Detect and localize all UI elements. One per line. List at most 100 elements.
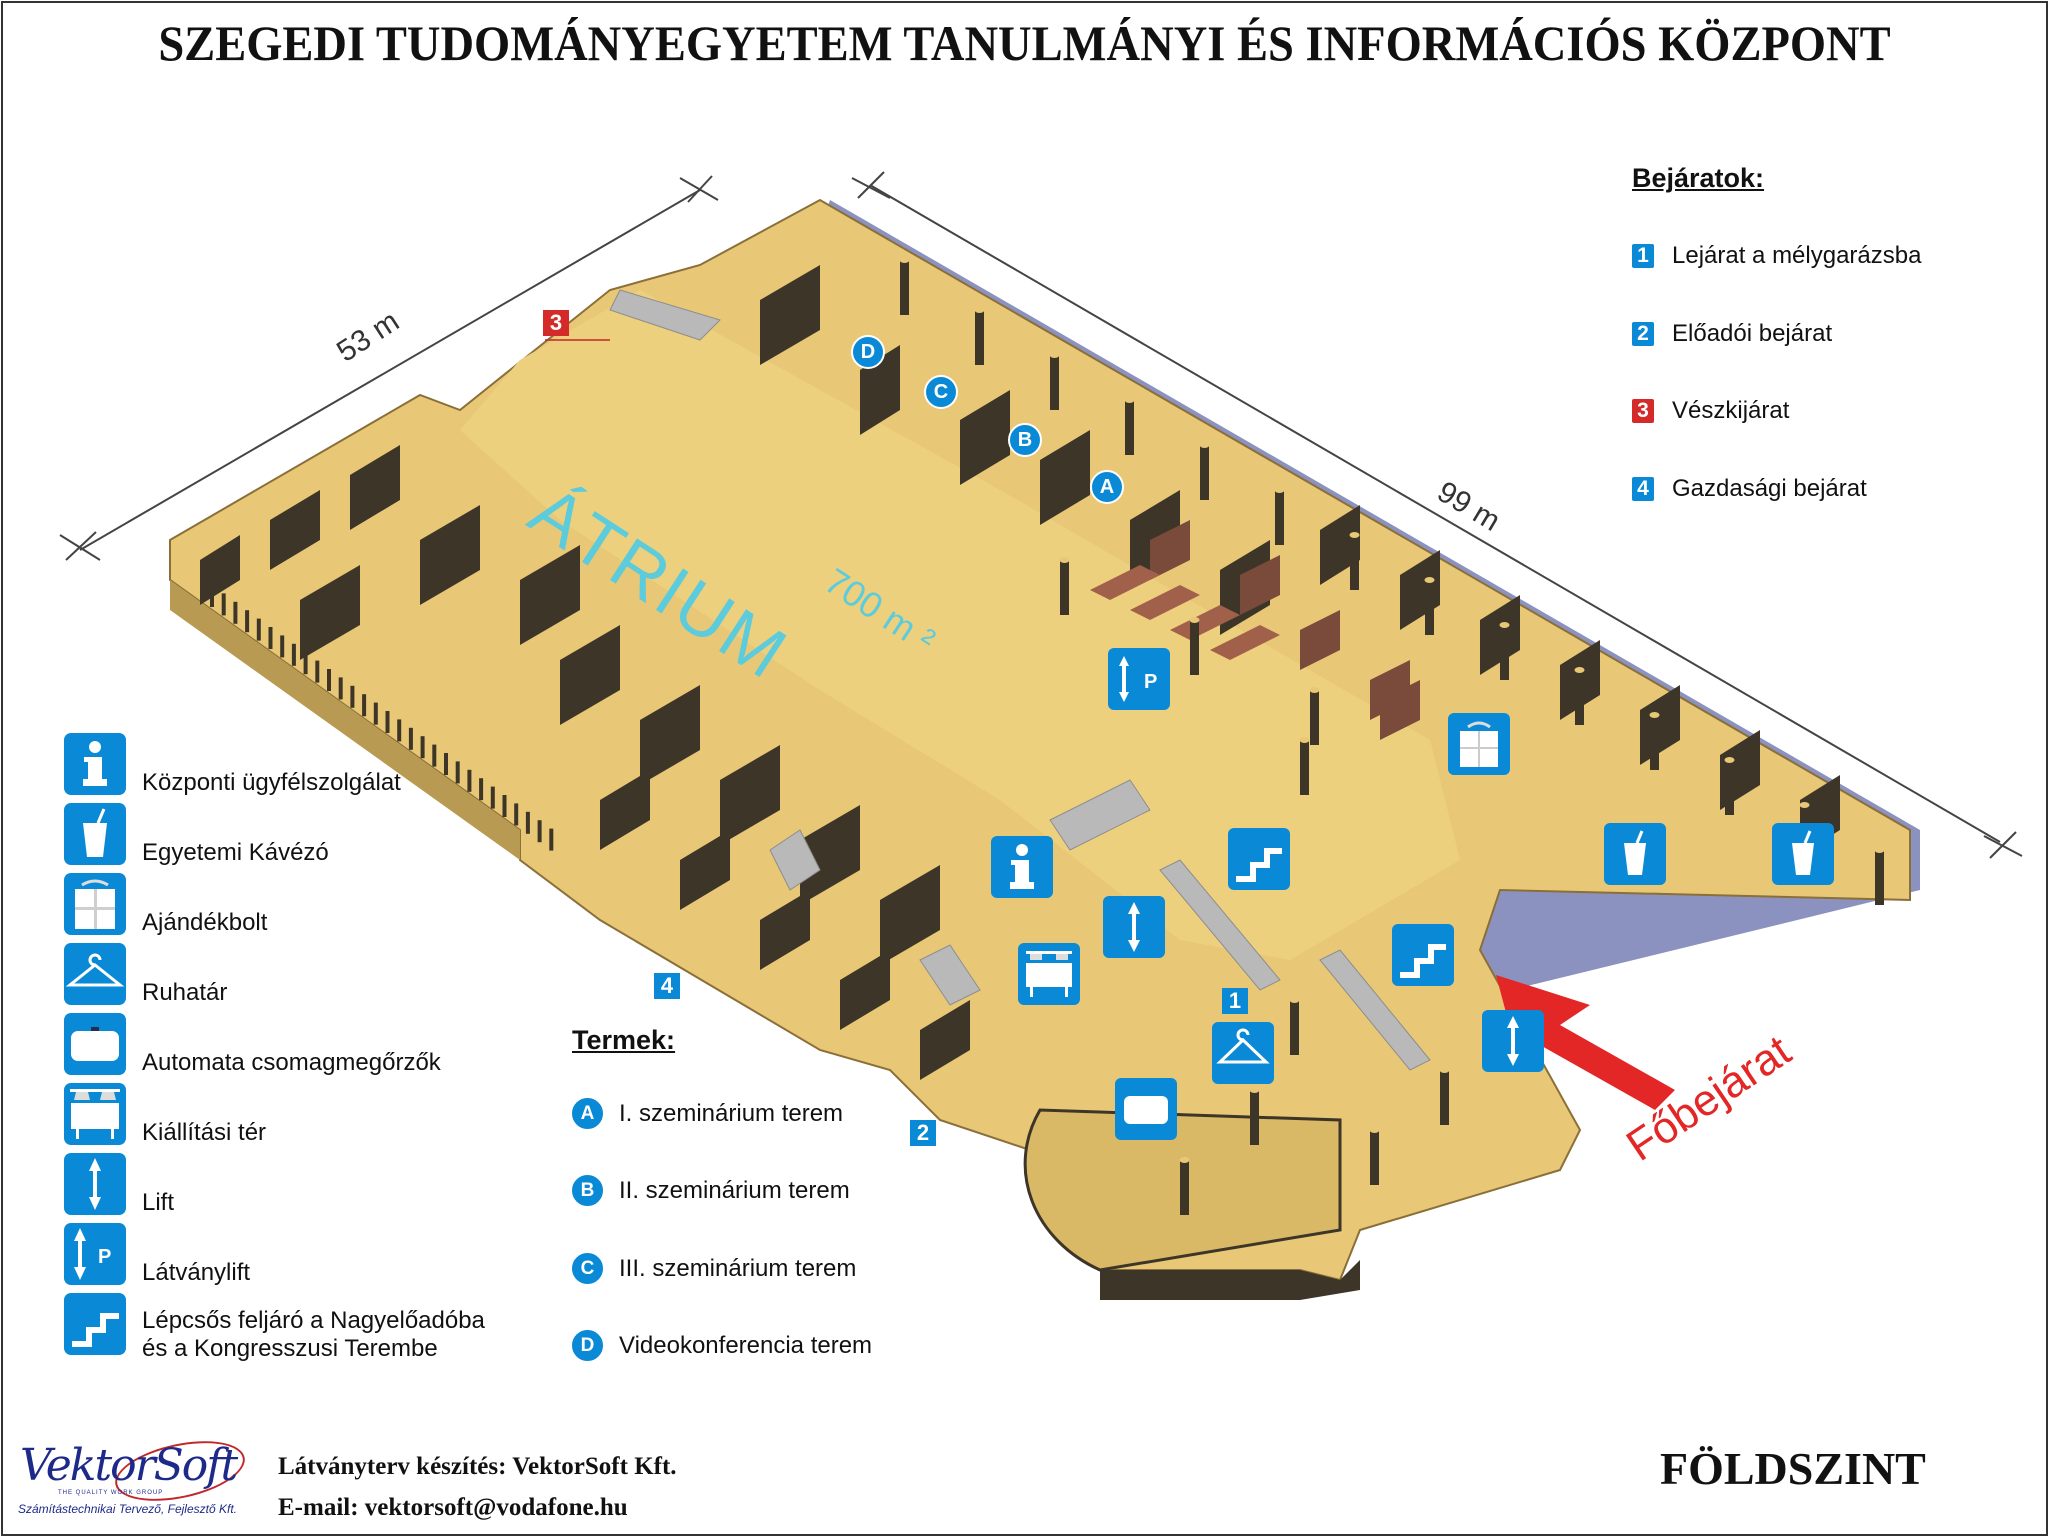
- map-room-C[interactable]: C: [924, 375, 958, 409]
- service-label: Ruhatár: [142, 979, 228, 1006]
- logo-name: VektorSoft: [20, 1440, 238, 1491]
- room-item: D Videokonferencia terem: [572, 1330, 872, 1361]
- benches: [1090, 565, 1280, 660]
- window-bay: [420, 736, 425, 759]
- map-stairs-icon[interactable]: [1228, 828, 1290, 890]
- pillar: [1250, 1090, 1259, 1145]
- entrance-label: Előadói bejárat: [1672, 320, 1833, 347]
- window-bay: [455, 761, 460, 784]
- page-title: SZEGEDI TUDOMÁNYEGYETEM TANULMÁNYI ÉS IN…: [158, 15, 1891, 71]
- window-bay: [444, 753, 448, 775]
- room-label: II. szeminárium terem: [619, 1176, 850, 1204]
- map-lift-icon[interactable]: [1103, 896, 1165, 958]
- entrances-heading: Bejáratok:: [1632, 163, 1765, 193]
- map-marker-2[interactable]: 2: [910, 1120, 936, 1146]
- map-lift-icon-2[interactable]: [1482, 1010, 1544, 1072]
- map-marker-3[interactable]: 3: [543, 310, 569, 336]
- entrance-item: 3 Vészkijárat: [1632, 397, 1789, 425]
- pillar: [1300, 740, 1309, 795]
- locker-icon: [64, 1013, 126, 1075]
- pillar: [1290, 1000, 1299, 1055]
- logo-subtitle: Számítástechnikai Tervező, Fejlesztő Kft…: [18, 1502, 237, 1516]
- pillar: [1875, 850, 1884, 905]
- map-room-D[interactable]: D: [851, 335, 885, 369]
- service-label: Lépcsős feljáró a Nagyelőadóba és a Kong…: [142, 1307, 485, 1363]
- map-room-B[interactable]: B: [1008, 423, 1042, 457]
- room-item: A I. szeminárium terem: [572, 1098, 843, 1129]
- pillar-top: [1799, 802, 1810, 808]
- window-bay: [256, 618, 261, 641]
- pillar-top: [899, 257, 910, 263]
- pillar-top: [1574, 667, 1585, 673]
- svg-text:P: P: [1144, 671, 1157, 693]
- room-label: I. szeminárium terem: [619, 1099, 844, 1127]
- logo-tagline: THE QUALITY WORK GROUP: [58, 1490, 164, 1496]
- hanger-icon: [64, 943, 126, 1005]
- floor-label: FÖLDSZINT: [1660, 1443, 1926, 1494]
- room-letter-badge: D: [572, 1330, 603, 1361]
- window-bay: [268, 627, 273, 649]
- window-bay: [315, 660, 320, 683]
- pillar: [1200, 445, 1209, 500]
- entrance-number-badge: 2: [1632, 322, 1654, 346]
- service-label-line2: és a Kongresszusi Terembe: [142, 1335, 438, 1362]
- pillar-top: [1874, 847, 1885, 853]
- entrance-label: Vészkijárat: [1672, 397, 1790, 424]
- pillar: [1350, 535, 1359, 590]
- map-room-A[interactable]: A: [1090, 470, 1124, 504]
- map-cafe-icon[interactable]: [1604, 823, 1666, 885]
- map-exhibition-icon[interactable]: [1018, 943, 1080, 1005]
- map-marker-4[interactable]: 4: [654, 973, 680, 999]
- entrance-item: 1 Lejárat a mélygarázsba: [1632, 242, 1921, 270]
- pillar: [1575, 670, 1584, 725]
- service-item: Ruhatár: [64, 943, 624, 1007]
- window-bay: [362, 694, 367, 717]
- room-letter-badge: C: [572, 1253, 603, 1284]
- service-label: Kiállítási tér: [142, 1119, 267, 1146]
- pillar: [1190, 620, 1199, 675]
- credit-text: Látványterv készítés: VektorSoft Kft.: [278, 1453, 677, 1480]
- pillar-top: [974, 307, 985, 313]
- window-bay: [479, 778, 484, 801]
- service-label: Központi ügyfélszolgálat: [142, 769, 401, 796]
- map-info-icon[interactable]: [991, 836, 1053, 898]
- slab-edge: [1100, 1260, 1360, 1300]
- pillar-top: [1724, 757, 1735, 763]
- map-cafe-icon-2[interactable]: [1772, 823, 1834, 885]
- map-stairs-icon-2[interactable]: [1392, 924, 1454, 986]
- map-panorama-lift-icon[interactable]: P: [1108, 648, 1170, 710]
- pillar: [1060, 560, 1069, 615]
- service-item: Lépcsős feljáró a Nagyelőadóba és a Kong…: [64, 1293, 624, 1362]
- slab-edge: [170, 580, 520, 860]
- window-bay: [385, 711, 390, 733]
- pillar-top: [1289, 997, 1300, 1003]
- window-bay: [432, 744, 437, 767]
- pillar-top: [1049, 352, 1060, 358]
- pillar: [1125, 400, 1134, 455]
- room-letter-badge: B: [572, 1175, 603, 1206]
- map-gift-icon[interactable]: [1448, 713, 1510, 775]
- map-hanger-icon[interactable]: [1212, 1022, 1274, 1084]
- map-marker-1[interactable]: 1: [1222, 988, 1248, 1014]
- window-bay: [514, 803, 519, 826]
- window-bay: [467, 769, 472, 792]
- pillar-top: [1439, 1067, 1450, 1073]
- room-label: III. szeminárium terem: [619, 1254, 857, 1282]
- pillar-top: [1199, 442, 1210, 448]
- window-bay: [327, 669, 331, 691]
- window-bay: [291, 643, 296, 666]
- service-item: Ajándékbolt: [64, 873, 624, 937]
- window-bay: [233, 601, 238, 624]
- pillar: [1440, 1070, 1449, 1125]
- entrance-label: Gazdasági bejárat: [1672, 475, 1867, 502]
- entrance-label: Lejárat a mélygarázsba: [1672, 242, 1922, 269]
- rooms-heading: Termek:: [572, 1025, 676, 1055]
- window-bay: [210, 585, 214, 607]
- window-bays: [210, 585, 554, 851]
- window-bay: [525, 811, 530, 834]
- window-bay: [338, 677, 343, 700]
- window-bay: [280, 635, 285, 658]
- service-label: Egyetemi Kávézó: [142, 839, 329, 866]
- map-locker-icon[interactable]: [1115, 1078, 1177, 1140]
- service-label: Ajándékbolt: [142, 909, 268, 936]
